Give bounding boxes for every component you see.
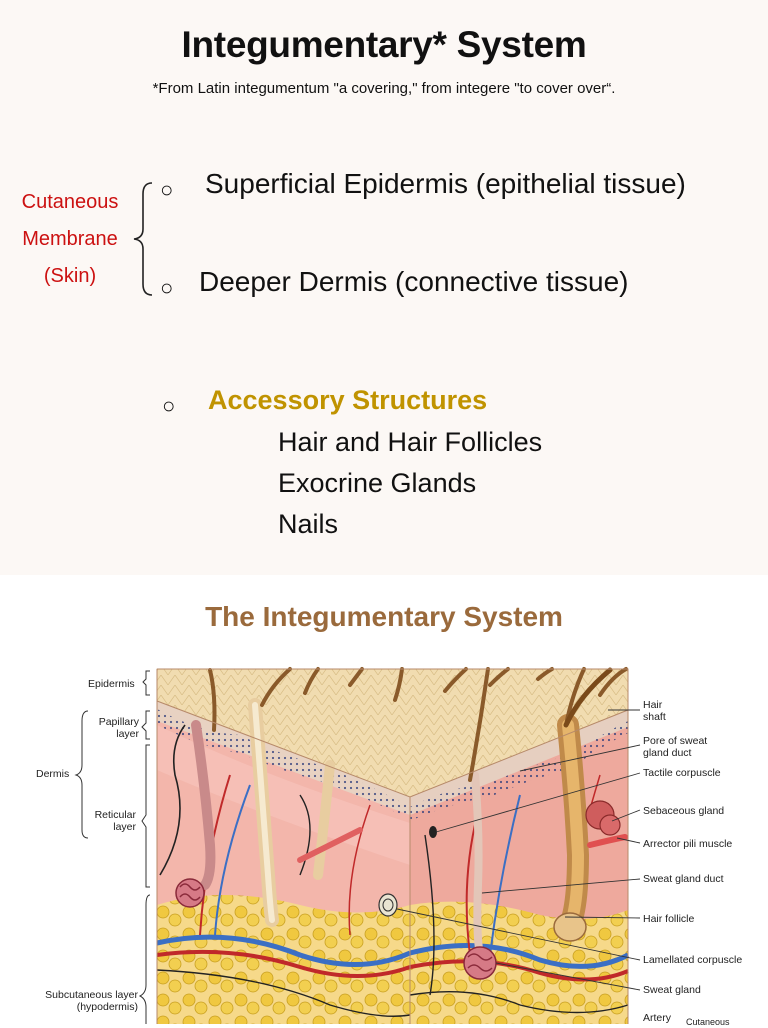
label-tactile-corpuscle: Tactile corpuscle xyxy=(643,767,721,779)
label-sweat-gland: Sweat gland xyxy=(643,984,701,996)
label-reticular-layer: Reticular layer xyxy=(94,809,136,833)
label-artery: Artery xyxy=(643,1012,672,1024)
label-epidermis: Epidermis xyxy=(88,678,135,690)
label-sebaceous-gland: Sebaceous gland xyxy=(643,805,725,817)
label-arrector-pili-muscle: Arrector pili muscle xyxy=(643,838,733,850)
bullet-icon: ○ xyxy=(160,177,174,202)
layer-dermis: Deeper Dermis (connective tissue) xyxy=(199,266,629,297)
label-subcutaneous-layer: Subcutaneous layer (hypodermis) xyxy=(45,989,138,1013)
layer-epidermis: Superficial Epidermis (epithelial tissue… xyxy=(205,168,686,199)
slide-title: Integumentary* System xyxy=(181,24,587,65)
label-hair-shaft: Hair shaft xyxy=(643,699,666,723)
bullet-icon: ○ xyxy=(160,275,174,300)
cutaneous-line-1: Cutaneous xyxy=(21,191,119,213)
slide2-title: The Integumentary System xyxy=(205,601,563,632)
label-hair-follicle: Hair follicle xyxy=(643,913,695,925)
label-dermis: Dermis xyxy=(36,768,70,780)
label-cutaneous: Cutaneous xyxy=(686,1017,730,1027)
accessory-title: Accessory Structures xyxy=(208,385,488,415)
cutaneous-label: Cutaneous Membrane (Skin) xyxy=(6,184,134,295)
skin-cross-section-illustration xyxy=(74,667,641,1024)
cutaneous-line-3: (Skin) xyxy=(43,265,97,287)
accessory-item: Hair and Hair Follicles xyxy=(278,427,543,457)
accessory-item: Exocrine Glands xyxy=(278,468,477,498)
slide-subtitle: *From Latin integumentum "a covering," f… xyxy=(152,80,616,97)
bullet-icon: ○ xyxy=(162,393,176,418)
curly-brace xyxy=(133,182,153,296)
label-papillary-layer: Papillary layer xyxy=(98,716,139,740)
accessory-item: Nails xyxy=(278,509,339,539)
cutaneous-line-2: Membrane xyxy=(22,228,118,250)
label-lamellated-corpuscle: Lamellated corpuscle xyxy=(643,954,743,966)
label-sweat-gland-duct: Sweat gland duct xyxy=(643,873,724,885)
slide-2: The Integumentary System xyxy=(0,575,768,1027)
slide-1: Integumentary* System *From Latin integu… xyxy=(6,24,686,539)
label-pore-of-sweat-gland-duct: Pore of sweat gland duct xyxy=(643,735,708,759)
